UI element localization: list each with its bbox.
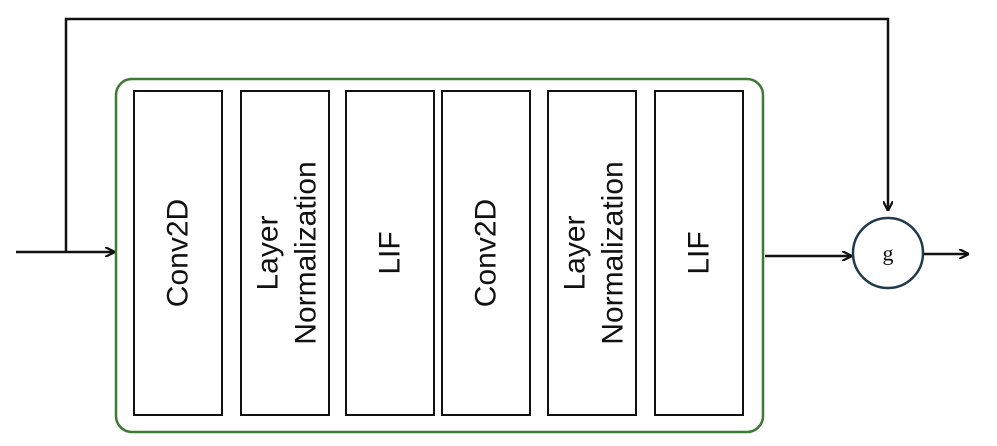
layer-box-lif-1: LIF (345, 90, 435, 416)
layer-label-line-2: Normalization (290, 161, 323, 344)
layer-box-layer-normalization-1: Layer Normalization (240, 90, 330, 416)
layer-box-layer-normalization-2: Layer Normalization (547, 90, 637, 416)
gate-node: g (851, 216, 925, 290)
layer-label-line-1: Layer (252, 215, 285, 290)
layer-label: Conv2D (162, 199, 195, 307)
layer-box-lif-2: LIF (654, 90, 744, 416)
layer-box-conv2d-2: Conv2D (441, 90, 531, 416)
layer-label-line-2: Normalization (597, 161, 630, 344)
layer-label: LIF (683, 231, 716, 274)
block-container (114, 77, 765, 434)
layer-label: Conv2D (470, 199, 503, 307)
gate-label: g (883, 241, 894, 266)
layer-label-line-1: Layer (559, 215, 592, 290)
layer-box-conv2d-1: Conv2D (133, 90, 223, 416)
skip-connection-arrow (64, 17, 888, 252)
layer-label: LIF (374, 231, 407, 274)
